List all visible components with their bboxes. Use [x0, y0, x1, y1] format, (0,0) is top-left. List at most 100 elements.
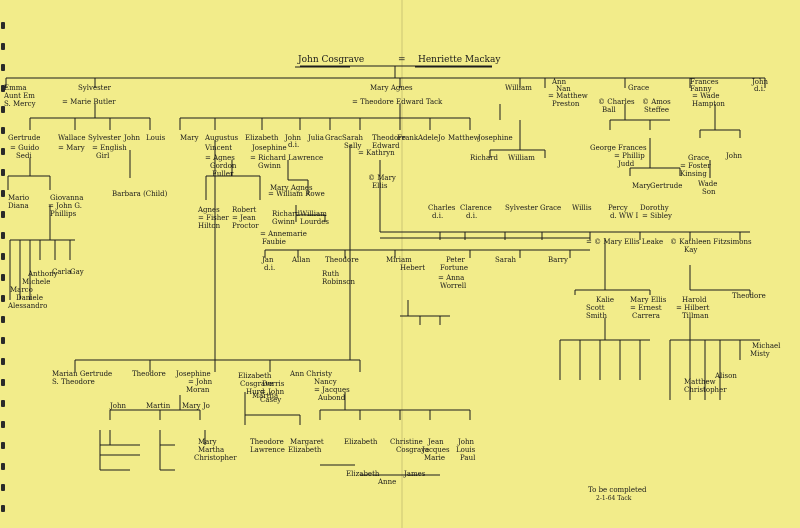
person-label: John Cosgrave [297, 55, 364, 65]
person-label: Fuller [212, 170, 234, 178]
person-label: Son [702, 188, 716, 196]
person-label: Emma [4, 84, 27, 92]
person-label: James [403, 470, 426, 478]
person-label: = Jean [232, 214, 256, 222]
person-label: = Wade [692, 92, 719, 100]
person-label: Agnes [197, 206, 220, 214]
person-label: d.i. [288, 141, 299, 149]
person-label: = Hilbert [676, 304, 710, 312]
person-label: Gertrude [650, 182, 682, 190]
person-label: Wade [698, 180, 717, 188]
person-label: Worrell [440, 282, 467, 290]
person-label: Adele [417, 134, 438, 142]
person-label: = Sibley [642, 212, 672, 220]
person-label: Theodore [250, 438, 284, 446]
person-label: = Jacques [314, 386, 350, 394]
spine-hole [1, 358, 5, 365]
person-label: Matthew [448, 134, 480, 142]
person-label: Mary Jo [182, 402, 210, 410]
person-label: Harold [682, 296, 707, 304]
person-label: Anthony [27, 270, 58, 278]
person-label: Sedi [16, 152, 32, 160]
person-label: Hebert [400, 264, 425, 272]
person-label: = [398, 55, 406, 65]
person-label: Elizabeth [346, 470, 380, 478]
spine-hole [1, 400, 5, 407]
person-label: Dorris [262, 380, 285, 388]
person-label: Miriam [386, 256, 412, 264]
person-label: Marie [424, 454, 445, 462]
person-label: Kay [684, 246, 697, 254]
person-label: Faubie [262, 238, 286, 246]
person-label: Aubond [317, 394, 346, 402]
person-label: Martha [198, 446, 224, 454]
person-label: Fortune [440, 264, 468, 272]
spine-hole [1, 232, 5, 239]
spine-hole [1, 442, 5, 449]
person-label: Ruth [322, 270, 340, 278]
person-label: Sylvester [505, 204, 539, 212]
spine-hole [1, 379, 5, 386]
person-label: = © Mary Ellis Leake [586, 238, 663, 246]
person-label: Sylvester [88, 134, 122, 142]
person-label: Sylvester [78, 84, 112, 92]
spine-hole [1, 64, 5, 71]
person-label: Grace [688, 154, 709, 162]
person-label: Theodore [325, 256, 359, 264]
person-label: Nan [556, 85, 571, 93]
person-label: Phillips [50, 210, 77, 218]
person-label: Louis [456, 446, 476, 454]
person-label: Martin [146, 402, 171, 410]
person-label: Frances [618, 144, 647, 152]
person-label: d.i. [466, 212, 477, 220]
person-label: Ann [551, 78, 567, 86]
connector-lines [5, 65, 766, 476]
person-label: Giovanna [50, 194, 83, 202]
person-label: Theodore [732, 292, 766, 300]
person-label: = Ernest [630, 304, 662, 312]
person-label: Grac [325, 134, 342, 142]
person-label: Richard [272, 210, 300, 218]
spine-hole [1, 463, 5, 470]
person-label: Lourdes [300, 218, 329, 226]
person-label: Josephine [175, 370, 211, 378]
person-label: Mary Agnes [270, 184, 313, 192]
person-label: = Annemarie [260, 230, 307, 238]
person-label: = Theodore Edward Tack [352, 98, 443, 106]
person-label: Vincent [204, 144, 232, 152]
person-label: Theodore [372, 134, 406, 142]
person-label: © Amos [642, 98, 671, 106]
person-label: John [123, 134, 141, 142]
person-label: d.i. [432, 212, 443, 220]
person-label: William [508, 154, 535, 162]
person-label: Gordon [210, 162, 237, 170]
person-label: Barbara (Child) [112, 190, 168, 198]
person-label: George [590, 144, 616, 152]
person-label: Ann Christy [289, 370, 332, 378]
person-label: Peter [446, 256, 465, 264]
person-label: Mary Ellis [630, 296, 667, 304]
spine-hole [1, 148, 5, 155]
person-label: Mary [180, 134, 199, 142]
spine-hole [1, 337, 5, 344]
person-label: Clarence [460, 204, 492, 212]
person-label: = Foster [680, 162, 711, 170]
person-label: Elizabeth [245, 134, 279, 142]
person-label: Henriette Mackay [418, 55, 501, 65]
notebook-spine [0, 0, 14, 528]
person-label: Percy [608, 204, 628, 212]
person-label: = Phillip [614, 152, 645, 160]
person-label: Augustus [204, 134, 238, 142]
person-label: Marco [10, 286, 33, 294]
person-label: = Richard Lawrence [250, 154, 323, 162]
person-label: Fanny [690, 85, 712, 93]
person-label: Louis [146, 134, 166, 142]
person-label: William [505, 84, 532, 92]
person-label: © Charles [598, 98, 635, 106]
person-label: Kinsing [680, 170, 707, 178]
person-label: Willis [572, 204, 592, 212]
person-label: Josephine [251, 144, 287, 152]
person-label: Daniele [16, 294, 43, 302]
spine-hole [1, 169, 5, 176]
